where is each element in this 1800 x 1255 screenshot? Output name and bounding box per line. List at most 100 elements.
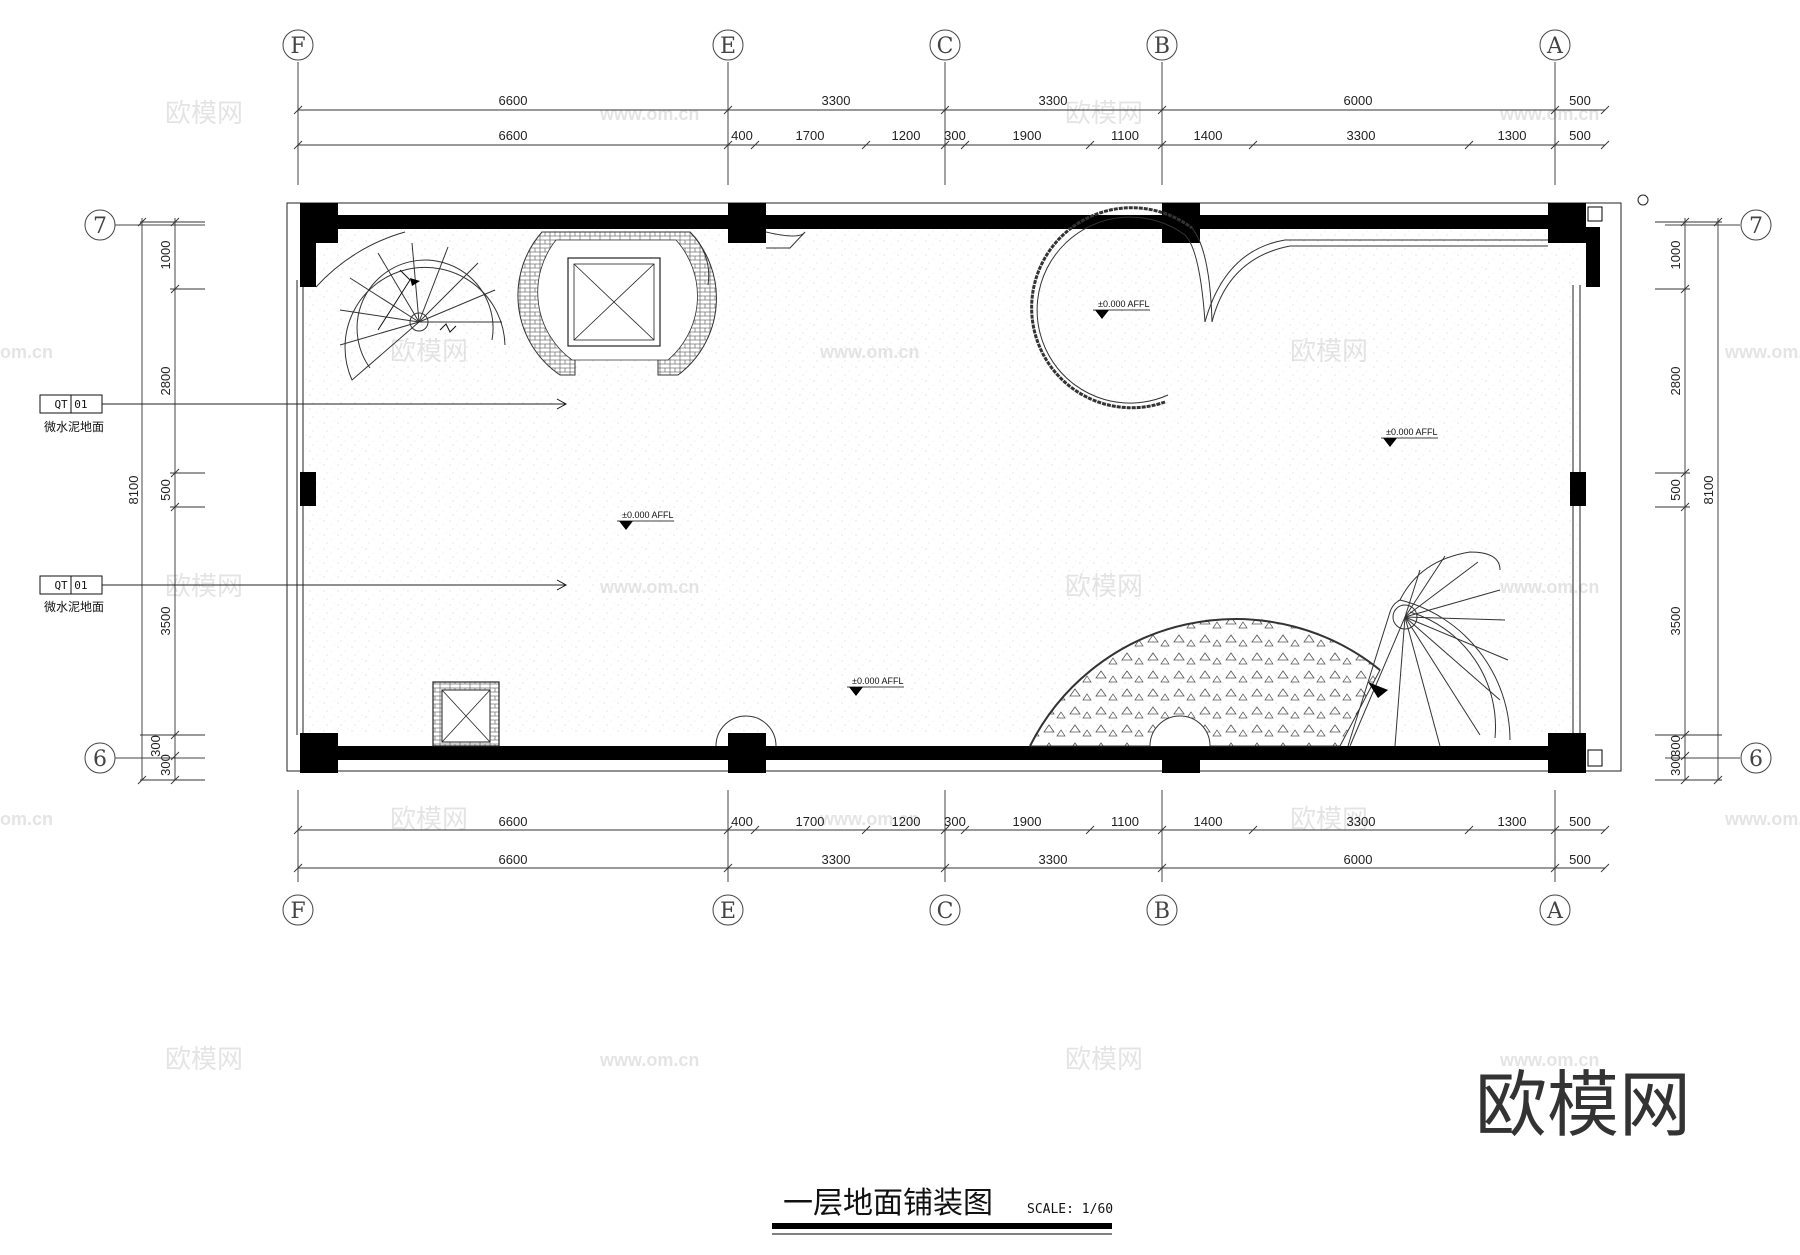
dim-text: 1900 bbox=[1013, 128, 1042, 143]
dim-text: 500 bbox=[1569, 128, 1591, 143]
walls bbox=[300, 203, 1600, 773]
dim-text: 3300 bbox=[1347, 128, 1376, 143]
grid-bubbles-rows: 7 6 7 6 bbox=[84, 209, 1772, 774]
dim-text: 500 bbox=[158, 479, 173, 501]
dim-text: 1200 bbox=[892, 128, 921, 143]
brand-logo: 欧模网 bbox=[1475, 1063, 1691, 1147]
dim-text: 6000 bbox=[1344, 93, 1373, 108]
dim-text: 1200 bbox=[892, 814, 921, 829]
dim-text: 400 bbox=[731, 814, 753, 829]
elevation-text: ±0.000 AFFL bbox=[1386, 427, 1437, 437]
dim-text: 500 bbox=[1569, 814, 1591, 829]
dim-text: 1000 bbox=[1668, 241, 1683, 270]
grid-label-b: B bbox=[1154, 899, 1170, 924]
grid-label-6: 6 bbox=[93, 747, 107, 772]
dim-text: 1700 bbox=[796, 814, 825, 829]
grid-label-7: 7 bbox=[1749, 214, 1763, 239]
watermark-url: om.cn bbox=[0, 342, 53, 362]
watermark-url: om.cn bbox=[0, 809, 53, 829]
floor-area bbox=[300, 225, 1580, 735]
column-notches bbox=[1587, 206, 1603, 767]
dimension-chain-top bbox=[293, 105, 1610, 150]
dim-text: 1300 bbox=[1498, 128, 1527, 143]
small-circle-marker bbox=[1637, 194, 1649, 206]
elevation-marker: ±0.000 AFFL bbox=[847, 676, 904, 696]
dim-text: 6600 bbox=[499, 128, 528, 143]
dim-text: 1700 bbox=[796, 128, 825, 143]
stair-arrow bbox=[1368, 682, 1388, 698]
watermark-url: www.om.cn bbox=[599, 104, 699, 124]
dim-text: 3300 bbox=[1347, 814, 1376, 829]
drawing-scale: SCALE: 1/60 bbox=[1027, 1202, 1113, 1217]
dimension-chain-bottom bbox=[293, 825, 1610, 873]
dimension-chain-left bbox=[137, 217, 205, 785]
dim-text: 2800 bbox=[158, 367, 173, 396]
elevation-marker: ±0.000 AFFL bbox=[617, 510, 674, 530]
grid-label-a: A bbox=[1546, 34, 1564, 59]
dim-text: 500 bbox=[1668, 479, 1683, 501]
dimension-text-top: 6600 3300 3300 6000 500 6600 400 1700 12… bbox=[499, 93, 1591, 143]
watermark-text: 欧模网 bbox=[1065, 99, 1143, 129]
dim-text: 1900 bbox=[1013, 814, 1042, 829]
dim-text: 3300 bbox=[822, 852, 851, 867]
dim-text: 2800 bbox=[1668, 367, 1683, 396]
door-arc-bottom-e bbox=[715, 715, 777, 747]
drawing-title: 一层地面铺装图 bbox=[783, 1186, 993, 1221]
watermark-url: www.om.cn bbox=[819, 809, 919, 829]
grid-label-7: 7 bbox=[93, 214, 107, 239]
grid-label-f: F bbox=[290, 899, 305, 924]
stair-arrow bbox=[410, 278, 420, 286]
dim-text: 3500 bbox=[1668, 607, 1683, 636]
dim-text: 1400 bbox=[1194, 814, 1223, 829]
grid-label-e: E bbox=[720, 34, 736, 59]
dim-text: 300 bbox=[944, 128, 966, 143]
hatched-platform bbox=[1029, 618, 1381, 747]
dim-text: 1300 bbox=[1498, 814, 1527, 829]
building-outline bbox=[286, 202, 1622, 772]
watermark-url: www.om.cn bbox=[599, 1050, 699, 1070]
watermark-text: 欧模网 bbox=[1065, 1045, 1143, 1075]
material-name: 微水泥地面 bbox=[44, 600, 104, 614]
watermark-text: 欧模网 bbox=[165, 99, 243, 129]
dim-text: 8100 bbox=[126, 476, 141, 505]
dim-text: 3300 bbox=[1039, 93, 1068, 108]
elevation-text: ±0.000 AFFL bbox=[1098, 299, 1149, 309]
dim-text: 300 bbox=[148, 735, 163, 757]
watermark-url: www.om.cn bbox=[1499, 1050, 1599, 1070]
dim-text: 1100 bbox=[1111, 128, 1139, 143]
elevation-text: ±0.000 AFFL bbox=[852, 676, 903, 686]
dim-text: 300 bbox=[1668, 735, 1683, 757]
dim-text: 1000 bbox=[158, 241, 173, 270]
watermark-text: 欧模网 bbox=[165, 572, 243, 602]
dim-text: 3300 bbox=[822, 93, 851, 108]
round-room bbox=[1030, 206, 1548, 410]
dim-text: 1100 bbox=[1111, 814, 1139, 829]
dim-text: 3500 bbox=[158, 607, 173, 636]
material-tag: QT 01 微水泥地面 bbox=[39, 575, 568, 614]
grid-label-b: B bbox=[1154, 34, 1170, 59]
elevator-shaft-top bbox=[517, 231, 806, 376]
dimension-chain-right bbox=[1655, 217, 1723, 785]
dim-text: 3300 bbox=[1039, 852, 1068, 867]
dim-text: 6000 bbox=[1344, 852, 1373, 867]
dim-text: 300 bbox=[158, 754, 173, 776]
grid-axes-vertical bbox=[297, 62, 1556, 882]
grid-label-e: E bbox=[720, 899, 736, 924]
watermark-url: www.om.cn bbox=[1499, 104, 1599, 124]
dim-text: 500 bbox=[1569, 852, 1591, 867]
dim-text: 6600 bbox=[499, 93, 528, 108]
watermark-text: 欧模网 bbox=[165, 1045, 243, 1075]
material-name: 微水泥地面 bbox=[44, 420, 104, 434]
grid-bubbles-top: F E C B A bbox=[282, 29, 1571, 61]
elevator-bottom-left bbox=[432, 681, 500, 747]
dimension-text-bottom: 6600 400 1700 1200 300 1900 1100 1400 33… bbox=[499, 814, 1591, 867]
dim-text: 6600 bbox=[499, 814, 528, 829]
dim-text: 500 bbox=[1569, 93, 1591, 108]
elevation-marker: ±0.000 AFFL bbox=[1093, 299, 1150, 319]
grid-bubbles-bottom: F E C B A bbox=[282, 894, 1571, 926]
material-tag: QT 01 微水泥地面 bbox=[39, 394, 568, 434]
elevation-text: ±0.000 AFFL bbox=[622, 510, 673, 520]
dim-text: 300 bbox=[944, 814, 966, 829]
watermark-text: 欧模网 bbox=[390, 805, 468, 835]
grid-label-c: C bbox=[937, 34, 954, 59]
